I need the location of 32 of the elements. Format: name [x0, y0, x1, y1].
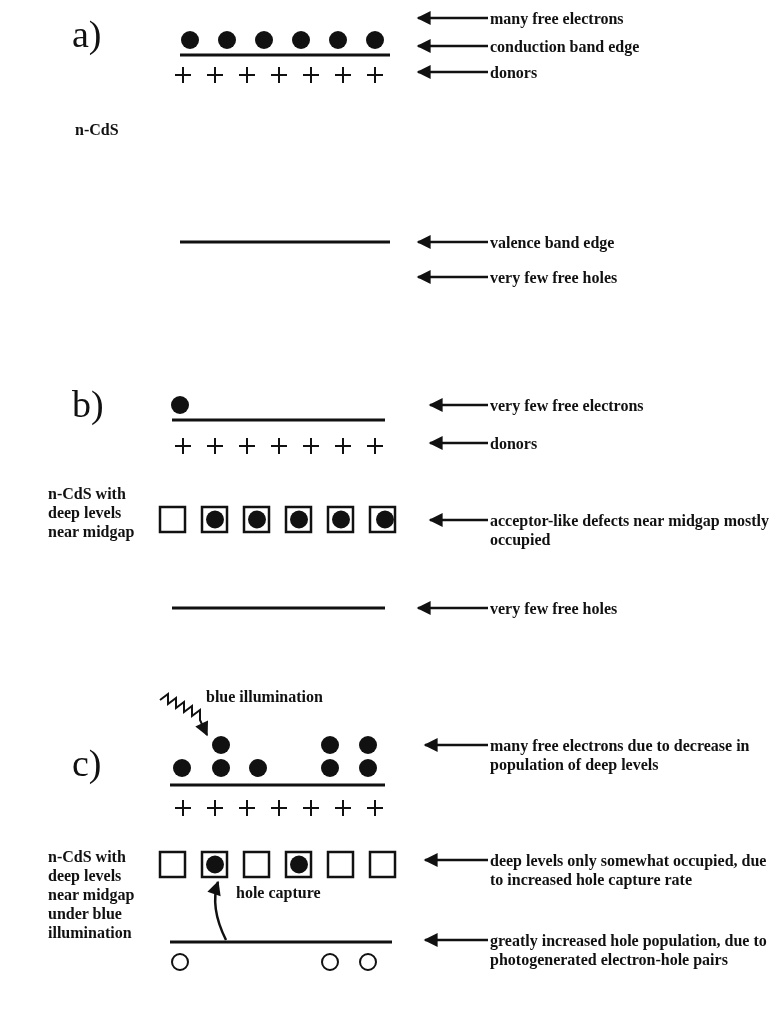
annotation-text: valence band edge — [490, 233, 770, 252]
leader-arrow — [416, 39, 488, 53]
process-label: hole capture — [236, 883, 322, 902]
annotation-text: deep levels only somewhat occupied, due to increased hole capture rate — [490, 851, 770, 889]
leader-arrow — [416, 270, 488, 284]
panel-letter: b) — [72, 384, 105, 424]
annotation-text: very few free holes — [490, 268, 770, 287]
material-label: n-CdS with deep levels near midgap under blue illumination — [48, 847, 136, 942]
leader-arrow — [416, 235, 488, 249]
annotation-text: donors — [490, 434, 770, 453]
panel-letter: a) — [72, 14, 103, 54]
leader-arrow — [416, 65, 488, 79]
annotation-text: greatly increased hole population, due to photogenerated electron-hole pairs — [490, 931, 770, 969]
annotation-text: conduction band edge — [490, 37, 770, 56]
leader-arrow — [416, 601, 488, 615]
annotation-text: many free electrons — [490, 9, 770, 28]
leader-arrow — [428, 513, 488, 527]
leader-arrow — [423, 853, 488, 867]
leader-arrow — [428, 436, 488, 450]
annotation-text: acceptor-like defects near midgap mostly occupied — [490, 511, 770, 549]
leader-arrow — [428, 398, 488, 412]
material-label: n-CdS — [75, 120, 120, 139]
leader-arrow — [416, 11, 488, 25]
leader-arrow — [423, 738, 488, 752]
illumination-label: blue illumination — [206, 687, 324, 706]
leader-arrow — [423, 933, 488, 947]
annotation-text: many free electrons due to decrease in population of deep levels — [490, 736, 770, 774]
material-label: n-CdS with deep levels near midgap — [48, 484, 136, 541]
annotation-text: very few free holes — [490, 599, 770, 618]
panel-letter: c) — [72, 743, 103, 783]
annotation-text: very few free electrons — [490, 396, 770, 415]
annotation-text: donors — [490, 63, 770, 82]
